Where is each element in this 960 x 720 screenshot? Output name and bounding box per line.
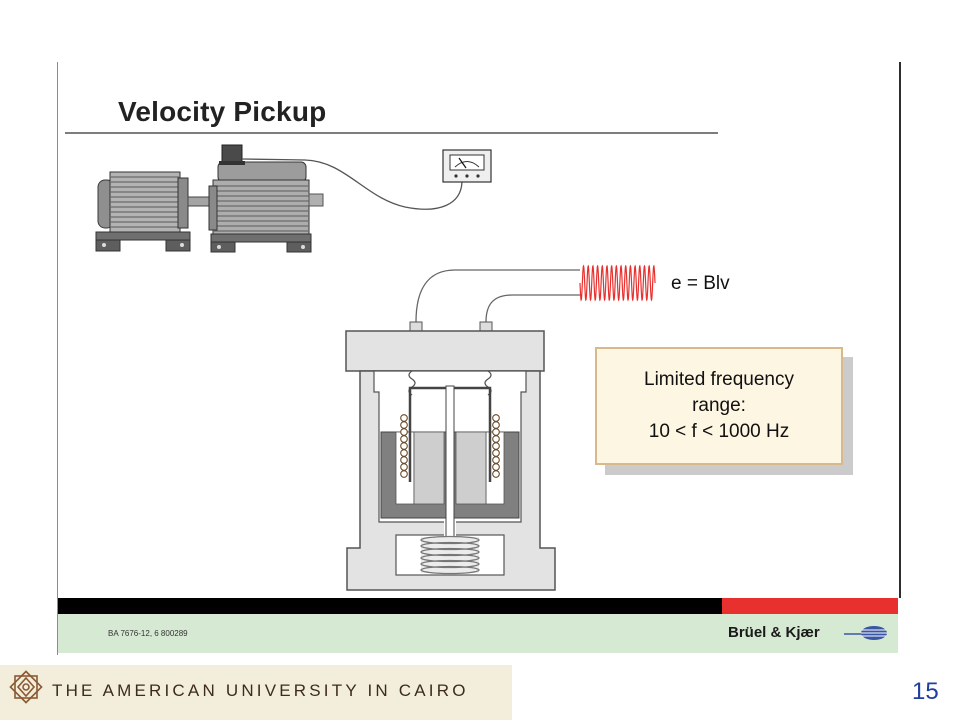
motor-cooling-fins xyxy=(110,176,180,228)
frequency-range-note: Limited frequency range: 10 < f < 1000 H… xyxy=(595,347,843,465)
coil-left xyxy=(400,414,408,478)
slide-title: Velocity Pickup xyxy=(118,96,327,127)
page-number: 15 xyxy=(912,678,939,705)
electric-motor xyxy=(95,171,191,252)
induced-voltage-equation: e = Blv xyxy=(671,273,730,294)
title-underline xyxy=(65,132,718,134)
sensor-cable xyxy=(241,158,463,210)
slide-frame-right-border xyxy=(899,62,901,598)
signal-lead-1 xyxy=(415,269,580,323)
note-line-3: 10 < f < 1000 Hz xyxy=(648,421,790,442)
vibration-meter xyxy=(442,149,492,183)
coupling-shaft xyxy=(187,196,213,207)
velocity-sensor xyxy=(219,144,245,165)
auc-logo-icon xyxy=(9,670,43,704)
note-line-1: Limited frequency xyxy=(644,369,794,390)
pickup-top-cap xyxy=(345,330,545,372)
signal-lead-2 xyxy=(485,294,580,323)
machine-ribs xyxy=(213,185,309,232)
moving-rod xyxy=(445,385,455,539)
footer-black-bar xyxy=(58,598,722,614)
bottom-spring xyxy=(420,535,480,575)
induced-voltage-waveform xyxy=(579,264,656,302)
brand-name: Brüel & Kjær xyxy=(728,624,820,641)
driven-machine xyxy=(208,161,324,253)
coil-right xyxy=(492,414,500,478)
university-banner xyxy=(0,665,512,720)
footer-red-bar xyxy=(722,598,898,614)
university-name: THE AMERICAN UNIVERSITY IN CAIRO xyxy=(52,681,469,700)
meter-needle xyxy=(458,157,467,169)
footer-band xyxy=(58,614,898,653)
note-line-2: range: xyxy=(692,395,746,416)
bruel-kjaer-logo-icon xyxy=(844,626,887,640)
velocity-pickup-cross-section xyxy=(345,269,580,591)
document-code: BA 7676-12, 6 800289 xyxy=(108,629,188,638)
slide-frame-left-border xyxy=(57,62,58,655)
